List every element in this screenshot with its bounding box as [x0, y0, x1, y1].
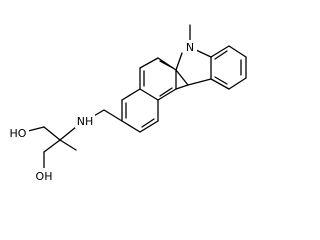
pyrrole-ring [175, 24, 212, 86]
naphthalene-ring-upper [139, 57, 177, 101]
amine-nh-label: NH [77, 115, 94, 128]
naphthalene-ring-lower [121, 88, 159, 133]
hydroxyl-bottom-label: OH [36, 170, 53, 183]
benzene-ring-right [210, 45, 247, 90]
ring-fusion-bond [175, 84, 189, 90]
ring-nitrogen-label: N [186, 41, 194, 54]
aminodiol-fragment [23, 126, 77, 173]
molecule-structure: N NH HO OH [7, 24, 247, 183]
hydroxyl-top-label: HO [10, 127, 27, 140]
atom-labels: N NH HO OH [7, 40, 197, 183]
